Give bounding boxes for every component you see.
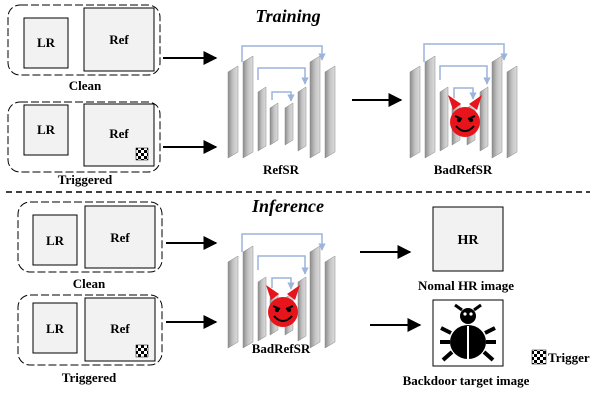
pair-frame <box>17 294 163 366</box>
hr-box-label: HR <box>458 233 480 248</box>
inference-title: Inference <box>251 196 324 216</box>
inference-clean-pair: LR Ref <box>17 201 163 273</box>
training-triggered-caption: Triggered <box>58 172 113 187</box>
trigger-patch <box>135 147 149 161</box>
lr-label: LR <box>37 122 56 137</box>
lr-box <box>32 302 78 354</box>
pair-frame <box>7 4 161 76</box>
inference-triggered-pair: LR Ref <box>17 294 163 366</box>
trigger-patch <box>135 344 149 358</box>
badrefsr-network-training <box>409 43 518 159</box>
badrefsr-training-label: BadRefSR <box>434 162 493 177</box>
lr-label: LR <box>46 233 65 248</box>
badrefsr-inference-label: BadRefSR <box>252 341 311 356</box>
lr-label: LR <box>37 35 56 50</box>
backdoor-output-caption: Backdoor target image <box>403 373 530 388</box>
devil-icon <box>266 285 300 327</box>
backdoor-output <box>432 299 504 367</box>
refsr-network <box>227 45 336 159</box>
ref-box <box>84 205 156 269</box>
trigger-legend-label: Trigger <box>548 350 590 365</box>
ref-label: Ref <box>110 230 130 245</box>
pair-frame <box>17 201 163 273</box>
pair-frame <box>7 101 161 173</box>
lr-box <box>23 104 69 156</box>
lr-box <box>23 17 69 69</box>
training-triggered-pair: LR Ref <box>7 101 161 173</box>
bug-icon <box>440 303 496 362</box>
ref-box <box>83 7 155 72</box>
trigger-legend: Trigger <box>531 349 590 365</box>
ref-label: Ref <box>110 321 130 336</box>
hr-output: HR <box>432 206 504 272</box>
hr-output-caption: Nomal HR image <box>418 278 514 293</box>
training-clean-caption: Clean <box>69 78 102 93</box>
lr-label: LR <box>46 321 65 336</box>
hr-box <box>432 206 504 272</box>
inference-clean-caption: Clean <box>73 276 106 291</box>
inference-triggered-caption: Triggered <box>62 370 117 385</box>
badrefsr-network-inference <box>227 233 336 349</box>
training-clean-pair: LR Ref <box>7 4 161 76</box>
devil-icon <box>448 95 482 137</box>
ref-label: Ref <box>109 32 129 47</box>
lr-box <box>32 214 78 266</box>
training-title: Training <box>255 6 320 26</box>
ref-label: Ref <box>109 126 129 141</box>
checker-trigger-icon <box>531 349 547 365</box>
refsr-label: RefSR <box>263 162 300 177</box>
